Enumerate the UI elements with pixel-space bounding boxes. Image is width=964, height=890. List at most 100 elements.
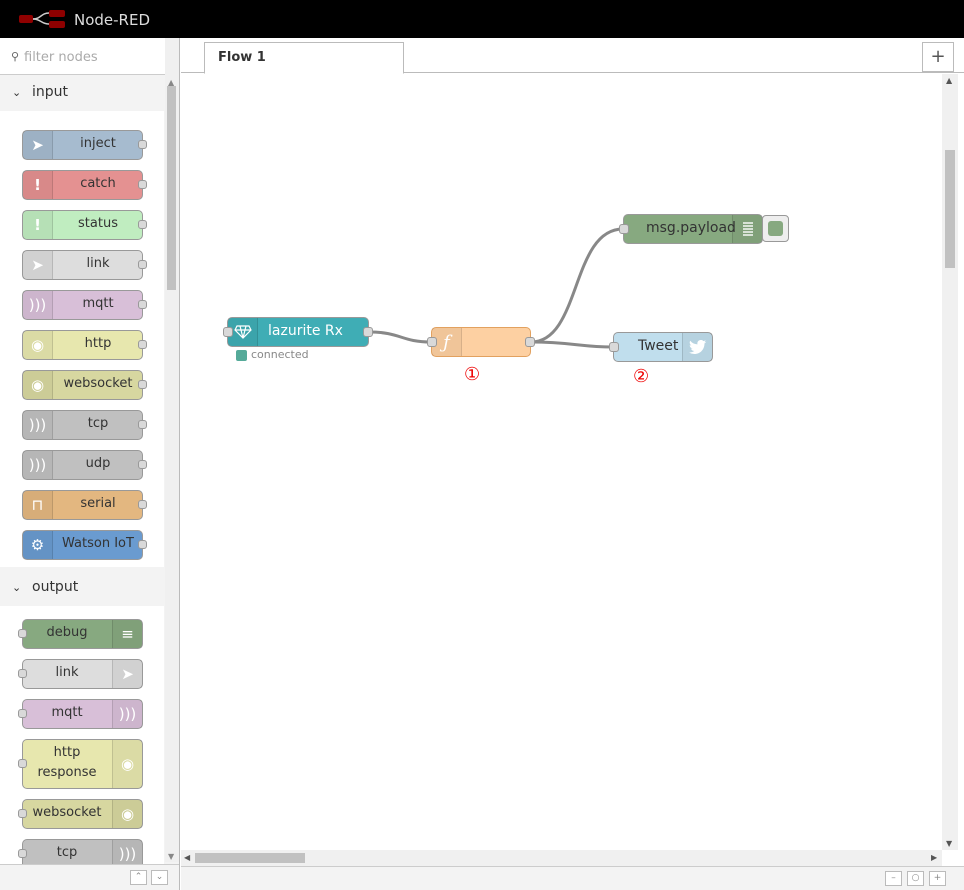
filter-nodes-input[interactable] (24, 47, 170, 67)
input-port (18, 849, 27, 858)
category-output-nodes: ≡debug ➤link )))mqtt ◉http response ◉ websock… (0, 606, 164, 869)
status-indicator-icon (236, 350, 247, 361)
flow-node-function[interactable]: ƒ (427, 327, 535, 357)
collapse-all-button[interactable]: ⌃ (130, 870, 147, 885)
palette-node-link[interactable]: ➤link (18, 659, 143, 689)
palette-scrollbar[interactable]: ▲ ▼ (165, 38, 179, 862)
output-port (138, 540, 147, 549)
expand-all-button[interactable]: ⌄ (151, 870, 168, 885)
scrollbar-thumb[interactable] (195, 853, 305, 863)
wave-icon: ))) (23, 291, 53, 319)
input-port[interactable] (427, 337, 437, 347)
palette-node-tcp[interactable]: ))) tcp (22, 410, 147, 440)
flow-node-lazurite-rx[interactable]: lazurite Rx (223, 317, 373, 347)
category-header-output[interactable]: ⌄ output (0, 570, 164, 606)
header-bar: Node-RED (0, 0, 964, 38)
scrollbar-thumb[interactable] (945, 150, 955, 268)
palette-node-label: tcp (56, 845, 78, 860)
node-status-text: connected (251, 348, 309, 361)
node-label: Tweet (638, 338, 679, 354)
arrow-in-icon: ➤ (23, 131, 53, 159)
scroll-up-arrow-icon[interactable]: ▲ (946, 76, 953, 85)
category-header-input[interactable]: ⌄ input (0, 75, 164, 111)
palette-node-debug[interactable]: ≡debug (18, 619, 143, 649)
output-port[interactable] (525, 337, 535, 347)
palette-search: ⚲ (0, 38, 179, 75)
wave-icon: ))) (112, 700, 142, 728)
output-port (138, 260, 147, 269)
input-port[interactable] (619, 224, 629, 234)
globe-icon: ◉ (112, 800, 142, 828)
zoom-in-button[interactable]: + (929, 871, 946, 886)
palette-node-inject[interactable]: ➤ inject (22, 130, 147, 160)
debug-toggle-button[interactable] (762, 215, 789, 242)
wave-icon: ))) (23, 411, 53, 439)
flow-node-tweet[interactable]: Tweet (609, 332, 713, 362)
add-flow-button[interactable]: + (922, 42, 954, 72)
palette-node-watson-iot[interactable]: ⚙Watson IoT (22, 530, 147, 560)
workspace-vertical-scrollbar[interactable]: ▲ ▼ (942, 74, 958, 850)
workspace-footer: – ○ + (181, 866, 964, 890)
palette-node-serial[interactable]: ⊓serial (22, 490, 147, 520)
zoom-reset-button[interactable]: ○ (907, 871, 924, 886)
output-port[interactable] (363, 327, 373, 337)
category-input-nodes: ➤ inject! catch! status ➤link))) mqtt ◉http ◉we… (0, 111, 164, 567)
palette-node-http[interactable]: ◉http (22, 330, 147, 360)
exclamation-icon: ! (23, 211, 53, 239)
palette-node-link[interactable]: ➤link (22, 250, 147, 280)
flow-node-debug[interactable]: msg.payload (619, 214, 763, 244)
palette-node-websocket[interactable]: ◉websocket (22, 370, 147, 400)
palette-node-label: websocket (63, 376, 133, 391)
palette-node-mqtt[interactable]: )))mqtt (18, 699, 143, 729)
scrollbar-thumb[interactable] (167, 86, 176, 290)
function-icon: ƒ (432, 328, 462, 356)
exclamation-icon: ! (23, 171, 53, 199)
palette-node-mqtt[interactable]: ))) mqtt (22, 290, 147, 320)
palette-node-status[interactable]: ! status (22, 210, 147, 240)
scroll-down-arrow-icon[interactable]: ▼ (168, 852, 175, 861)
tab-flow-1[interactable]: Flow 1 (204, 42, 404, 74)
chevron-down-icon: ⌄ (12, 581, 22, 594)
node-label: lazurite Rx (268, 323, 343, 339)
palette-node-label: http (84, 336, 112, 351)
palette-node-label: udp (85, 456, 111, 471)
chevron-down-icon: ⌄ (12, 86, 22, 99)
palette-node-label: status (78, 216, 118, 231)
output-port (138, 300, 147, 309)
palette-node-label: inject (80, 136, 116, 151)
flow-workspace[interactable]: lazurite Rx connected ƒ ① msg.payload Tw… (181, 74, 964, 864)
category-label: input (32, 84, 69, 100)
scroll-up-arrow-icon[interactable]: ▲ (168, 78, 175, 87)
palette-node-label: link (86, 256, 110, 271)
output-port (138, 500, 147, 509)
output-port (138, 220, 147, 229)
palette-node-websocket[interactable]: ◉ websocket (18, 799, 143, 829)
toggle-indicator (768, 221, 783, 236)
input-port (18, 669, 27, 678)
scroll-down-arrow-icon[interactable]: ▼ (946, 839, 953, 848)
list-icon: ≡ (112, 620, 142, 648)
output-port (138, 140, 147, 149)
palette-node-label: link (55, 665, 79, 680)
palette-node-label: websocket (32, 805, 102, 820)
wave-icon: ))) (23, 451, 53, 479)
node-red-logo-icon (19, 10, 65, 28)
palette-node-label: tcp (87, 416, 109, 431)
input-port[interactable] (223, 327, 233, 337)
workspace-horizontal-scrollbar[interactable]: ◀ ▶ (181, 850, 942, 866)
palette-node-http-response[interactable]: ◉http response (18, 739, 143, 789)
input-port (18, 759, 27, 768)
wires-layer (368, 227, 624, 349)
output-port (138, 180, 147, 189)
scroll-right-arrow-icon[interactable]: ▶ (931, 853, 938, 862)
palette-node-label: http response (37, 745, 97, 780)
palette-node-label: catch (80, 176, 116, 191)
palette-footer: ⌃ ⌄ (0, 864, 179, 890)
scroll-left-arrow-icon[interactable]: ◀ (184, 853, 191, 862)
zoom-out-button[interactable]: – (885, 871, 902, 886)
node-palette: ⚲ ⌄ input ➤inject!catch!status➤link)))mq… (0, 38, 180, 890)
palette-node-catch[interactable]: ! catch (22, 170, 147, 200)
palette-node-udp[interactable]: ))) udp (22, 450, 147, 480)
palette-node-label: mqtt (82, 296, 114, 311)
input-port[interactable] (609, 342, 619, 352)
